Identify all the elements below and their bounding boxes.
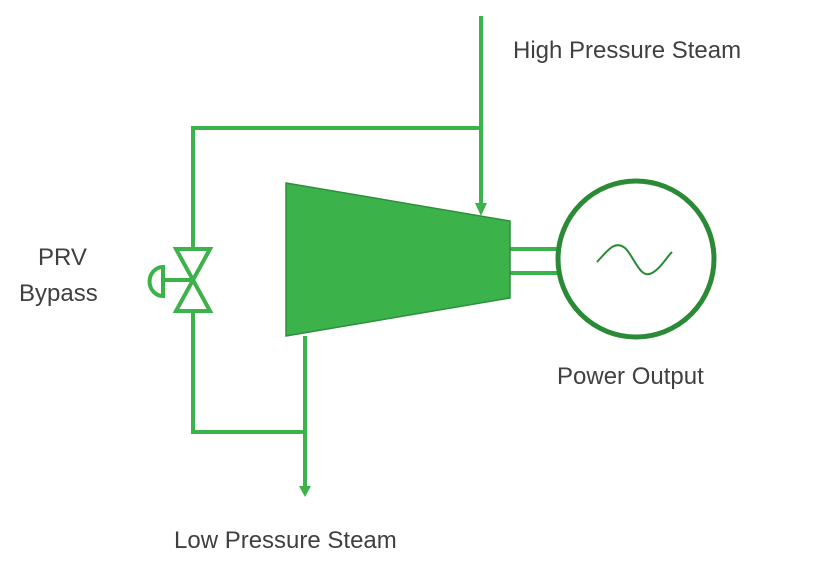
bypass-label: Bypass xyxy=(19,280,98,307)
inlet-arrow-head xyxy=(475,203,487,216)
prv-valve-icon xyxy=(147,247,214,313)
high-pressure-steam-label: High Pressure Steam xyxy=(513,37,742,64)
power-output-label: Power Output xyxy=(557,363,704,390)
generator-icon xyxy=(555,178,717,340)
turbine xyxy=(285,182,511,337)
bypass-top-pipe xyxy=(191,126,481,248)
outlet-arrow-head xyxy=(299,486,311,497)
bypass-bottom-pipe xyxy=(191,311,305,434)
prv-label: PRV xyxy=(38,244,87,271)
ac-sine-icon xyxy=(596,244,673,276)
low-pressure-steam-label: Low Pressure Steam xyxy=(174,527,397,554)
